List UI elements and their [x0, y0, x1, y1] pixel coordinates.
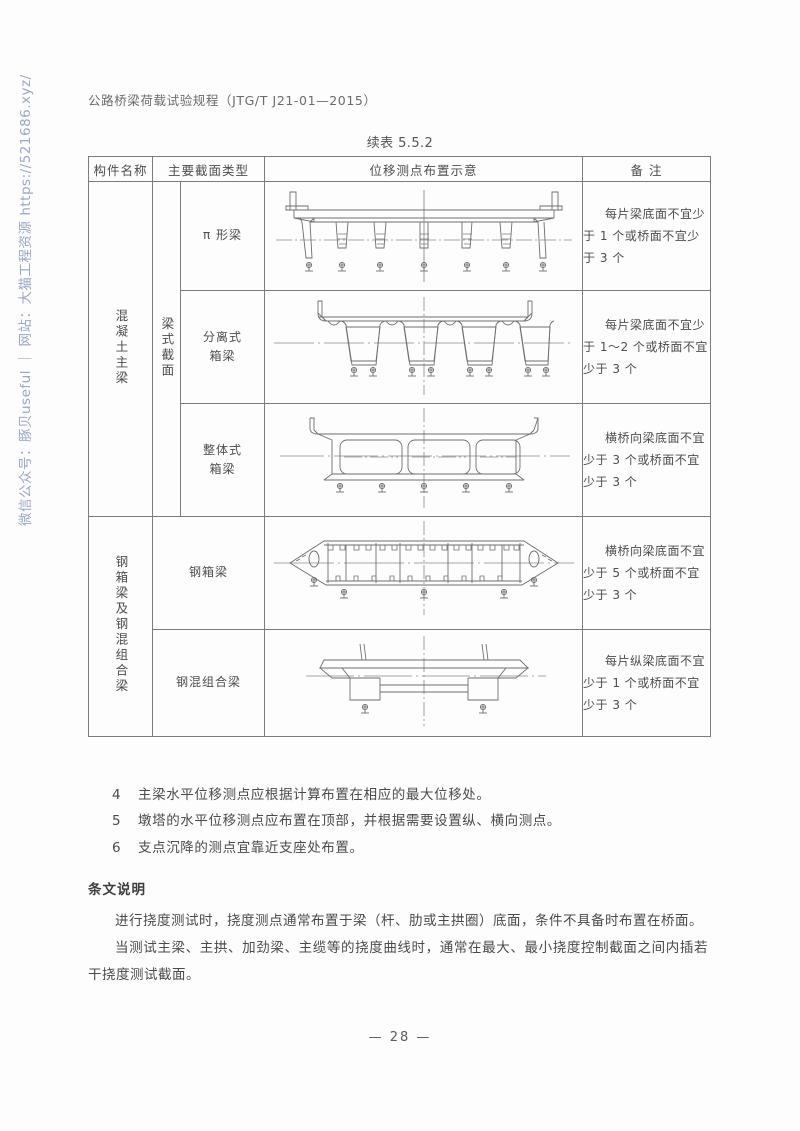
- remark-separated-box-girder: 每片梁底面不宜少于 1～2 个或桥面不宜少于 3 个: [582, 290, 712, 404]
- header-diagram: 位移测点布置示意: [264, 156, 584, 182]
- remark-steel-concrete-composite-girder: 每片纵梁底面不宜少于 1 个或桥面不宜少于 3 个: [582, 629, 712, 737]
- explanation-paragraph: 当测试主梁、主拱、加劲梁、主缆等的挠度曲线时，通常在最大、最小挠度控制截面之间内…: [88, 940, 708, 983]
- remark-integral-box-girder: 横桥向梁底面不宜少于 3 个或桥面不宜少于 3 个: [582, 403, 712, 517]
- clause-text: 主梁水平位移测点应根据计算布置在相应的最大位移处。: [138, 787, 491, 803]
- diagram-pi-girder: [264, 181, 584, 291]
- clause-text: 支点沉降的测点宜靠近支座处布置。: [138, 839, 364, 856]
- diagram-steel-box-girder: [264, 516, 584, 630]
- steel-box-girder-drawing: [273, 521, 574, 615]
- explanation-paragraph: 进行挠度测试时，挠度测点通常布置于梁（杆、肋或主拱圈）底面，条件不具备时布置在桥…: [115, 913, 703, 929]
- diagram-integral-box-girder: [264, 403, 584, 517]
- integral-box-girder-drawing: [279, 408, 570, 508]
- section-type-steel-box-girder: 钢箱梁: [151, 516, 266, 630]
- header-section-type: 主要截面类型: [151, 156, 266, 182]
- explanation-heading: 条文说明: [88, 882, 146, 898]
- watermark-text: 微信公众号：豚贝useful ｜ 网站：大猫工程资源 https://52168…: [18, 74, 34, 526]
- page-number: — 28 —: [368, 1030, 432, 1045]
- steel-concrete-composite-girder-drawing: [305, 636, 546, 726]
- table-row: 钢混组合梁: [89, 629, 712, 737]
- remark-steel-box-girder: 横桥向梁底面不宜少于 5 个或桥面不宜少于 3 个: [582, 516, 712, 630]
- subgroup-label-beam-section: 梁式截面: [152, 181, 181, 517]
- list-item: 5 墩塔的水平位移测点应布置在顶部，并根据需要设置纵、横向测点。: [112, 808, 732, 834]
- table-row: 混凝土主梁 梁式截面 π 形梁: [88, 181, 712, 517]
- clause-number: 6: [112, 839, 122, 856]
- explanation-body: 进行挠度测试时，挠度测点通常布置于梁（杆、肋或主拱圈）底面，条件不具备时布置在桥…: [88, 908, 708, 989]
- group-label-concrete-main-girder: 混凝土主梁: [88, 181, 153, 517]
- pi-girder-drawing: [275, 190, 572, 282]
- list-item: 4 主梁水平位移测点应根据计算布置在相应的最大位移处。: [112, 782, 732, 808]
- separated-box-girder-drawing: [273, 297, 574, 395]
- remark-pi-girder: 每片梁底面不宜少于 1 个或桥面不宜少于 3 个: [582, 181, 712, 291]
- list-item: 6 支点沉降的测点宜靠近支座处布置。: [112, 835, 732, 861]
- table-header-row: 构件名称 主要截面类型 位移测点布置示意 备 注: [88, 156, 712, 182]
- section-type-integral-box-girder: 整体式 箱梁: [179, 403, 266, 517]
- measurement-point-table-wrapper: 构件名称 主要截面类型 位移测点布置示意 备 注 混凝土主梁 梁式截面 π 形梁: [88, 156, 712, 737]
- diagram-steel-concrete-composite-girder: [264, 629, 584, 737]
- measurement-point-table: 构件名称 主要截面类型 位移测点布置示意 备 注 混凝土主梁 梁式截面 π 形梁: [88, 156, 712, 737]
- numbered-clause-list: 4 主梁水平位移测点应根据计算布置在相应的最大位移处。 5 墩塔的水平位移测点应布置…: [112, 782, 732, 861]
- table-row: 整体式 箱梁: [89, 403, 712, 517]
- table-row: 钢箱梁及钢混组合梁 钢箱梁: [88, 516, 712, 737]
- table-caption: 续表 5.5.2: [366, 136, 434, 151]
- running-head: 公路桥梁荷载试验规程（JTG/T J21-01—2015）: [88, 93, 377, 108]
- header-remark: 备 注: [582, 156, 712, 182]
- header-component: 构件名称: [88, 156, 153, 182]
- section-type-separated-box-girder: 分离式 箱梁: [179, 290, 266, 404]
- section-type-pi-girder: π 形梁: [179, 181, 266, 291]
- group-label-steel-box-and-composite-girder: 钢箱梁及钢混组合梁: [88, 516, 153, 737]
- clause-number: 4: [112, 787, 122, 803]
- section-type-steel-concrete-composite-girder: 钢混组合梁: [151, 629, 266, 737]
- diagram-separated-box-girder: [264, 290, 584, 404]
- clause-text: 墩塔的水平位移测点应布置在顶部，并根据需要设置纵、横向测点。: [138, 813, 561, 830]
- clause-number: 5: [112, 813, 122, 830]
- table-row: 分离式 箱梁: [89, 290, 712, 404]
